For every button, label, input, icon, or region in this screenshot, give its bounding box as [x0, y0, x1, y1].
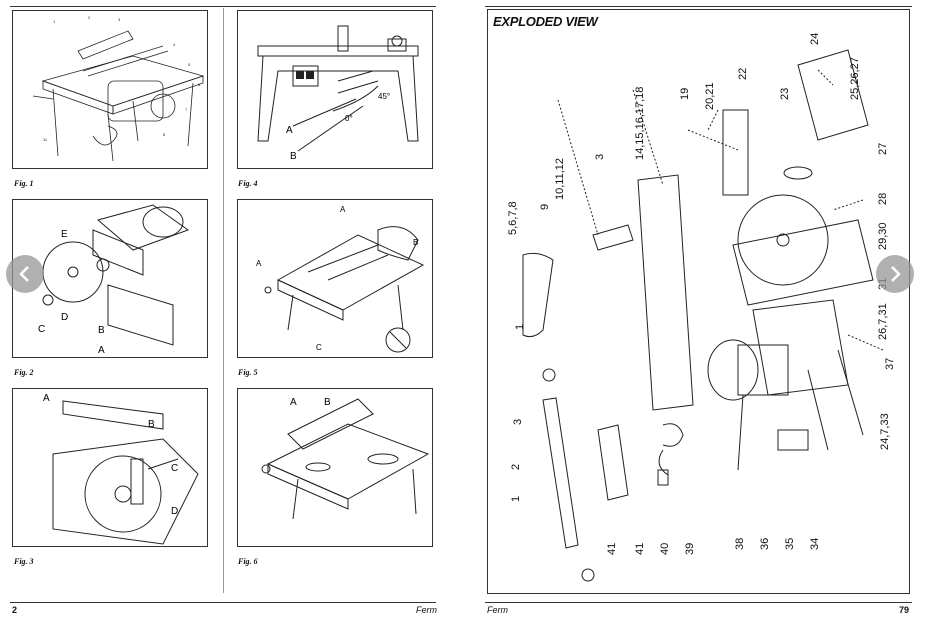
svg-text:20,21: 20,21	[704, 82, 716, 110]
riving-knife-illustration: A B C D	[43, 393, 199, 545]
right-page: Ferm 79	[465, 0, 930, 622]
svg-text:B: B	[290, 151, 297, 162]
svg-text:10,11,12: 10,11,12	[554, 158, 566, 200]
column-divider	[223, 8, 224, 593]
svg-text:19: 19	[679, 88, 691, 100]
brand-name: Ferm	[487, 605, 508, 615]
svg-text:A: A	[256, 259, 262, 268]
svg-text:3: 3	[512, 419, 524, 425]
figure-1-table-saw-overview: 1 2 3 4 5 6 7 8 11	[12, 10, 208, 169]
svg-text:5: 5	[188, 62, 191, 67]
svg-text:B: B	[148, 419, 155, 430]
bevel-adjust-illustration: 45° 0° A B	[257, 25, 419, 162]
svg-text:4: 4	[173, 42, 176, 47]
figure-6-table-extension: A B	[237, 388, 433, 547]
svg-text:11: 11	[43, 137, 48, 142]
svg-text:36: 36	[759, 538, 771, 550]
svg-text:29,30: 29,30	[877, 222, 889, 250]
figure-caption: Fig. 3	[14, 557, 34, 566]
svg-text:3: 3	[594, 154, 606, 160]
chevron-left-icon	[19, 266, 29, 282]
svg-text:39: 39	[684, 543, 696, 555]
svg-text:C: C	[171, 463, 178, 474]
svg-text:28: 28	[877, 193, 889, 205]
figure-3-riving-knife: A B C D	[12, 388, 208, 547]
svg-text:E: E	[61, 229, 68, 240]
svg-text:45°: 45°	[378, 92, 390, 101]
svg-text:23: 23	[779, 88, 791, 100]
svg-text:1: 1	[510, 496, 522, 502]
top-rule	[10, 6, 436, 7]
svg-text:B: B	[413, 238, 418, 247]
figure-5-guard-install: A B C A	[237, 199, 433, 358]
exploded-view-title: EXPLODED VIEW	[493, 14, 598, 29]
svg-text:37: 37	[884, 358, 896, 370]
top-rule	[485, 6, 912, 7]
figure-caption: Fig. 2	[14, 368, 34, 377]
figure-caption: Fig. 1	[14, 179, 34, 188]
svg-text:D: D	[61, 312, 68, 323]
svg-text:C: C	[316, 343, 322, 352]
table-extension-illustration: A B	[261, 397, 430, 520]
svg-text:D: D	[171, 506, 178, 517]
svg-text:2: 2	[88, 15, 91, 20]
svg-text:24,7,33: 24,7,33	[879, 413, 891, 450]
previous-page-button[interactable]	[6, 255, 44, 293]
svg-text:40: 40	[659, 543, 671, 555]
svg-text:A: A	[98, 345, 105, 356]
svg-text:26,7,31: 26,7,31	[877, 303, 889, 340]
svg-text:C: C	[38, 324, 45, 335]
svg-text:34: 34	[809, 538, 821, 550]
page-number: 79	[899, 605, 910, 615]
figure-caption: Fig. 4	[238, 179, 258, 188]
figure-2-blade-mount: E C D B A	[12, 199, 208, 358]
svg-text:8: 8	[163, 132, 166, 137]
svg-text:A: A	[340, 205, 346, 214]
svg-text:A: A	[290, 397, 297, 408]
exploded-view-diagram: 1 1 2 3 5,6,7,8 9 10,11,12 3 14,15,16,17…	[507, 33, 896, 582]
svg-text:25,26,27: 25,26,27	[849, 57, 861, 100]
svg-text:24: 24	[809, 33, 821, 45]
bottom-rule	[485, 602, 912, 603]
svg-text:41: 41	[634, 543, 646, 555]
svg-text:0°: 0°	[345, 114, 353, 123]
svg-text:6: 6	[198, 82, 201, 87]
svg-text:3: 3	[118, 17, 121, 22]
brand-name: Ferm	[416, 605, 437, 615]
next-page-button[interactable]	[876, 255, 914, 293]
svg-text:1: 1	[53, 19, 56, 24]
svg-text:B: B	[98, 325, 105, 336]
guard-install-illustration: A B C A	[256, 205, 425, 353]
svg-text:41: 41	[606, 543, 618, 555]
svg-text:9: 9	[539, 204, 551, 210]
exploded-view-frame	[487, 9, 910, 594]
svg-text:22: 22	[737, 68, 749, 80]
svg-text:A: A	[286, 125, 293, 136]
svg-text:38: 38	[734, 538, 746, 550]
svg-text:14,15,16,17,18: 14,15,16,17,18	[634, 87, 646, 160]
svg-text:5,6,7,8: 5,6,7,8	[507, 201, 519, 235]
svg-text:27: 27	[877, 143, 889, 155]
figure-4-bevel-adjust: 45° 0° A B	[237, 10, 433, 169]
page-number: 2	[12, 605, 18, 615]
svg-text:7: 7	[185, 107, 188, 112]
svg-text:B: B	[324, 397, 331, 408]
figure-caption: Fig. 5	[238, 368, 258, 377]
bottom-rule	[10, 602, 436, 603]
svg-text:2: 2	[510, 464, 522, 470]
figure-caption: Fig. 6	[238, 557, 258, 566]
table-saw-illustration: 1 2 3 4 5 6 7 8 11	[32, 15, 205, 162]
left-page: 1 2 3 4 5 6 7 8 11 Fig. 1 4 5	[10, 6, 437, 615]
svg-text:35: 35	[784, 538, 796, 550]
svg-text:A: A	[43, 393, 50, 404]
chevron-right-icon	[891, 266, 901, 282]
svg-text:1: 1	[514, 324, 526, 330]
